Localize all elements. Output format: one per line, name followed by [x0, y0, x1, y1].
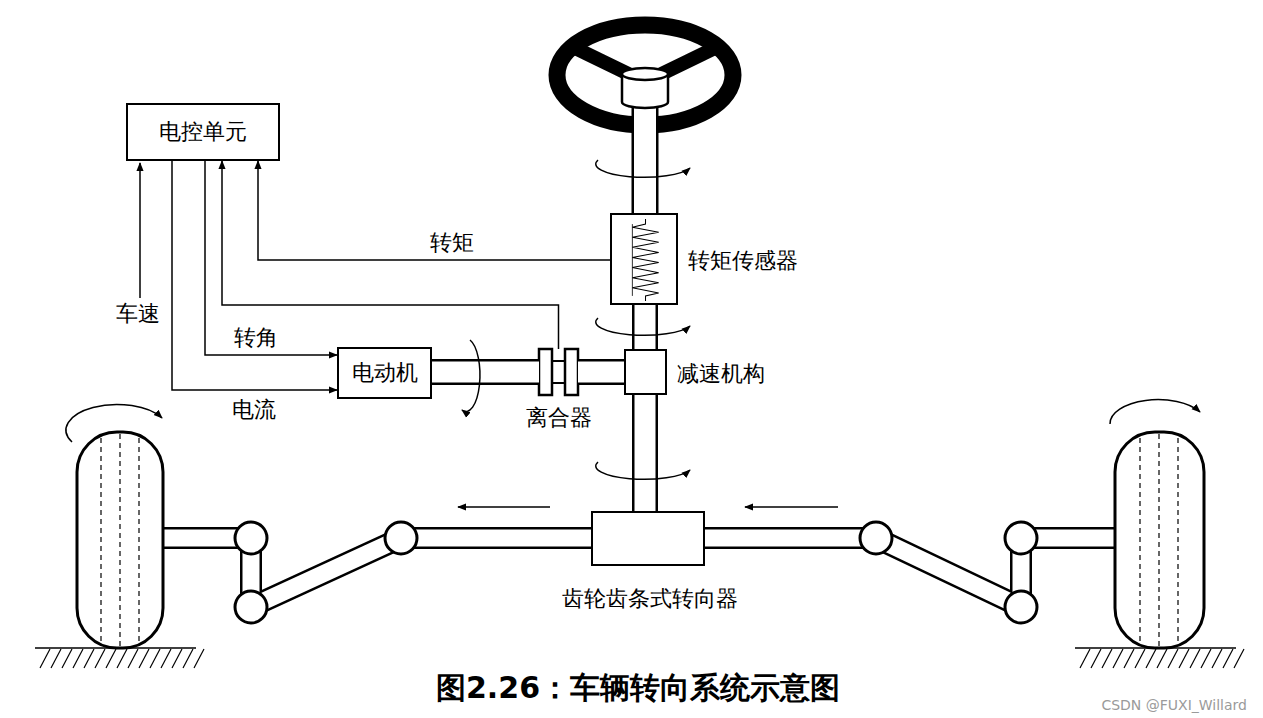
ground-hatch: [117, 649, 127, 668]
spring-symbol: [612, 215, 676, 303]
wire-path: [205, 161, 337, 355]
node-label: 转矩传感器: [688, 248, 798, 274]
signal-wire: [172, 161, 337, 390]
ground-hatch: [84, 649, 94, 668]
ground-hatch: [1091, 649, 1101, 668]
drive-shaft: [432, 372, 539, 373]
wire-path: [258, 161, 610, 260]
shaft-fill: [432, 362, 539, 383]
ground-hatch: [1124, 649, 1134, 668]
node-label: 电动机: [352, 360, 418, 386]
ground: [35, 648, 1244, 668]
ground-hatch: [62, 649, 72, 668]
signal-label: 电流: [230, 397, 278, 423]
clutch-symbol: [539, 349, 578, 395]
shaft-fill: [635, 395, 656, 511]
motion-arrow: [745, 506, 838, 508]
ground-hatch: [1179, 649, 1189, 668]
ground-hatch: [1157, 649, 1167, 668]
drive-shaft: [645, 395, 646, 511]
motor-box: 电动机: [337, 347, 432, 399]
ground-hatch: [1146, 649, 1156, 668]
signal-label: 转矩: [428, 230, 476, 256]
node-label: 电控单元: [159, 119, 247, 145]
ground-hatch: [150, 649, 160, 668]
signal-wire: [258, 161, 610, 260]
signal-label: 车速: [114, 301, 162, 327]
clutch: 离合器: [537, 349, 580, 395]
rotation-arrow: [1110, 400, 1200, 424]
ground-hatch: [128, 649, 138, 668]
reduction-gear-box: 减速机构: [624, 349, 667, 395]
signal-wire: [222, 161, 559, 349]
torque-sensor-box: 转矩传感器: [610, 213, 678, 305]
drive-shaft: [578, 372, 624, 373]
ground-hatch: [194, 649, 204, 668]
rotation-arrow: [66, 405, 162, 443]
ground-hatch: [1212, 649, 1222, 668]
shaft-outline: [632, 395, 658, 511]
motion-arrow: [458, 506, 550, 508]
rotation-arrow: [596, 318, 690, 335]
shaft-outline: [578, 359, 624, 385]
ground-hatch: [95, 649, 105, 668]
shaft-outline: [632, 305, 658, 349]
spring-guide: [632, 224, 633, 296]
ground-hatch: [161, 649, 171, 668]
ground-hatch: [1135, 649, 1145, 668]
rotation-arrow: [596, 160, 690, 177]
wire-path: [222, 161, 559, 349]
ground-hatch: [183, 649, 193, 668]
ground-hatch: [40, 649, 50, 668]
ground-hatch: [1168, 649, 1178, 668]
signal-label: 转角: [232, 325, 280, 351]
spring-coil: [632, 219, 658, 301]
node-label: 离合器: [526, 405, 592, 431]
steering-hub: [622, 68, 668, 108]
ground-hatch: [1223, 649, 1233, 668]
rotation-arrow: [462, 340, 480, 412]
figure-caption: 图2.26：车辆转向系统示意图: [434, 670, 842, 706]
ground-hatch: [139, 649, 149, 668]
ground-hatch: [106, 649, 116, 668]
shaft-fill: [635, 305, 656, 349]
ground-hatch: [1113, 649, 1123, 668]
ground-hatch: [1234, 649, 1244, 668]
ground-hatch: [1201, 649, 1211, 668]
watermark: CSDN @FUXI_Willard: [1099, 697, 1249, 714]
ground-hatch: [51, 649, 61, 668]
rotation-arrow: [596, 462, 690, 479]
steering-column: [645, 100, 646, 215]
ground-hatch: [73, 649, 83, 668]
node-label: 减速机构: [677, 361, 765, 387]
signal-wire: [205, 161, 337, 355]
ground-hatch: [172, 649, 182, 668]
rack-pinion-box: 齿轮齿条式转向器: [591, 511, 705, 566]
ground-hatch: [1080, 649, 1090, 668]
ground-hatch: [1190, 649, 1200, 668]
shaft-outline: [432, 359, 539, 385]
node-label: 齿轮齿条式转向器: [562, 586, 738, 612]
ground-hatch: [1102, 649, 1112, 668]
shaft-fill: [578, 362, 624, 383]
wire-path: [172, 161, 337, 390]
drive-shaft: [645, 305, 646, 349]
signal-arrow: [139, 163, 141, 298]
control-unit-box: 电控单元: [126, 103, 280, 161]
